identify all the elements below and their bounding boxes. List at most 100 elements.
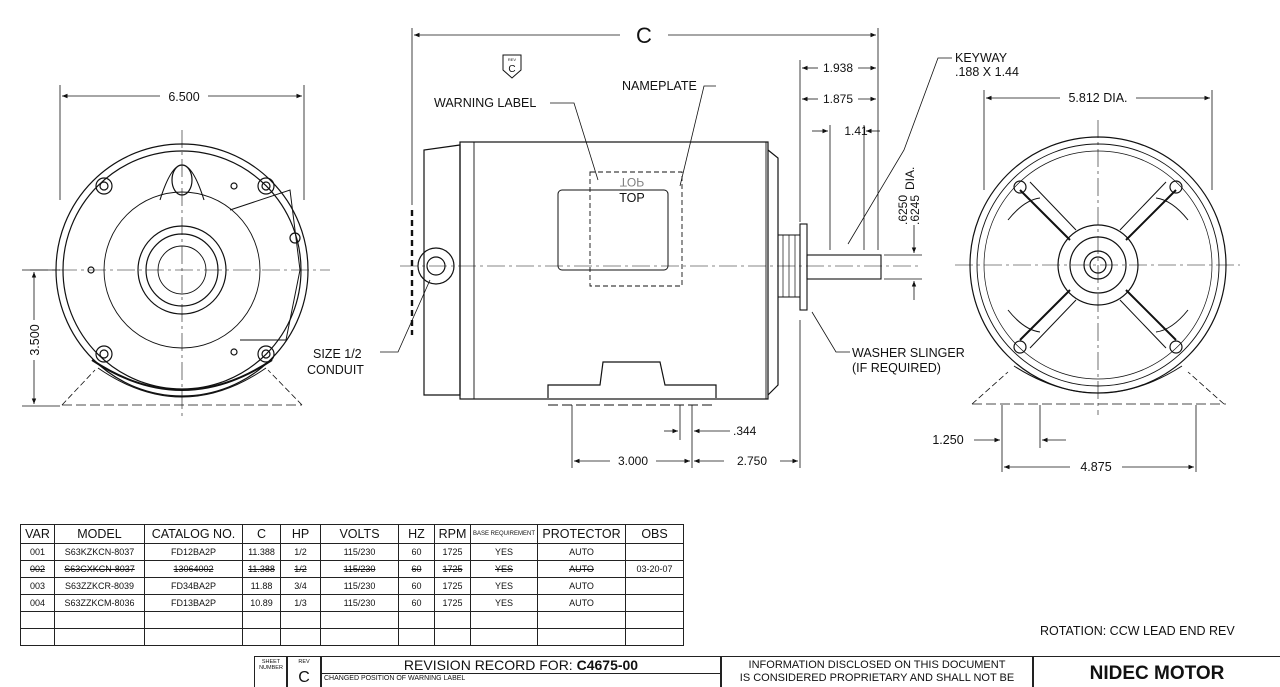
- table-row-empty: [20, 611, 685, 629]
- motor-drawing: 6.500 3.500: [22, 23, 1240, 474]
- rev-cell: REV C: [286, 656, 322, 687]
- revision-record-title: REVISION RECORD FOR: C4675-00: [321, 657, 721, 673]
- cell-empty: [434, 628, 471, 646]
- cell-empty: [537, 611, 627, 629]
- cell-empty: [469, 628, 539, 646]
- conduit-text-1: SIZE 1/2: [313, 347, 362, 361]
- dim-6245: .6245: [908, 195, 922, 225]
- dim-6250: .6250: [896, 195, 910, 225]
- table-row: 001 S63KZKCN-8037 FD12BA2P 11.388 1/2 11…: [20, 543, 685, 561]
- cell-catalog: FD13BA2P: [144, 594, 243, 612]
- side-view: [410, 141, 882, 406]
- cell-base: YES: [469, 543, 539, 561]
- dim-3000: 3.000: [618, 454, 648, 468]
- cell-hz: 60: [398, 577, 435, 595]
- cell-empty: [469, 611, 539, 629]
- cell-var: 002: [20, 560, 55, 578]
- dim-6500: 6.500: [168, 90, 199, 104]
- cell-protector: AUTO: [537, 543, 627, 561]
- revision-record: REVISION RECORD FOR: C4675-00 CHANGED PO…: [320, 656, 722, 687]
- cell-empty: [398, 628, 435, 646]
- revision-record-id: C4675-00: [576, 657, 639, 673]
- cell-model: S63ZZKCR-8039: [54, 577, 145, 595]
- dim-344: .344: [733, 424, 757, 438]
- header-hp: HP: [280, 524, 321, 544]
- cell-hp: 1/2: [280, 560, 321, 578]
- cell-model: S63ZZKCM-8036: [54, 594, 145, 612]
- cell-empty: [537, 628, 627, 646]
- table-row: 003 S63ZZKCR-8039 FD34BA2P 11.88 3/4 115…: [20, 577, 685, 595]
- header-c: C: [242, 524, 281, 544]
- cell-empty: [280, 611, 321, 629]
- cell-empty: [144, 628, 243, 646]
- rev-badge-letter: C: [508, 64, 515, 75]
- cell-base: YES: [469, 577, 539, 595]
- cell-empty: [320, 611, 399, 629]
- cell-hp: 1/3: [280, 594, 321, 612]
- keyway-text-1: KEYWAY: [955, 51, 1008, 65]
- proprietary-line-2: IS CONSIDERED PROPRIETARY AND SHALL NOT …: [739, 672, 1015, 684]
- cell-hp: 1/2: [280, 543, 321, 561]
- top-mirrored-text: TOP: [620, 175, 644, 189]
- cell-rpm: 1725: [434, 594, 471, 612]
- cell-model: S63KZKCN-8037: [54, 543, 145, 561]
- cell-empty: [434, 611, 471, 629]
- header-var: VAR: [20, 524, 55, 544]
- cell-empty: [625, 611, 685, 629]
- header-protector: PROTECTOR: [537, 524, 627, 544]
- rev-value: C: [298, 669, 310, 686]
- dim-1875: 1.875: [823, 92, 853, 106]
- cell-empty: [144, 611, 243, 629]
- header-base-requirement: BASE REQUIREMENT: [469, 524, 539, 544]
- spec-table: VAR MODEL CATALOG NO. C HP VOLTS HZ RPM …: [20, 524, 685, 646]
- rev-label: REV: [298, 659, 310, 665]
- cell-obs: [625, 594, 685, 612]
- revision-record-entry: CHANGED POSITION OF WARNING LABEL: [321, 673, 721, 684]
- company-cell: NIDEC MOTOR: [1032, 656, 1280, 687]
- table-row: 004 S63ZZKCM-8036 FD13BA2P 10.89 1/3 115…: [20, 594, 685, 612]
- cell-empty: [242, 611, 281, 629]
- cell-empty: [20, 628, 55, 646]
- rev-badge: REV C: [502, 54, 522, 79]
- nameplate-text: NAMEPLATE: [622, 79, 697, 93]
- proprietary-notice: INFORMATION DISCLOSED ON THIS DOCUMENT I…: [720, 656, 1034, 687]
- proprietary-line-1: INFORMATION DISCLOSED ON THIS DOCUMENT: [748, 659, 1006, 671]
- header-rpm: RPM: [434, 524, 471, 544]
- cell-rpm: 1725: [434, 577, 471, 595]
- header-hz: HZ: [398, 524, 435, 544]
- cell-empty: [20, 611, 55, 629]
- header-obs: OBS: [625, 524, 685, 544]
- cell-obs: [625, 577, 685, 595]
- header-model: MODEL: [54, 524, 145, 544]
- cell-rpm: 1725: [434, 560, 471, 578]
- cell-c: 10.89: [242, 594, 281, 612]
- slinger-text-2: (IF REQUIRED): [852, 361, 941, 375]
- cell-protector: AUTO: [537, 594, 627, 612]
- dim-3500: 3.500: [28, 324, 42, 355]
- slinger-text-1: WASHER SLINGER: [852, 346, 965, 360]
- rev-badge-small: REV: [508, 57, 517, 62]
- header-catalog: CATALOG NO.: [144, 524, 243, 544]
- top-text: TOP: [619, 191, 644, 205]
- sheet-number-cell: SHEET NUMBER: [254, 656, 288, 687]
- cell-hz: 60: [398, 543, 435, 561]
- dim-141: 1.41: [844, 124, 868, 138]
- cell-model: S63CXKCN-8037: [54, 560, 145, 578]
- cell-protector: AUTO: [537, 577, 627, 595]
- dim-2750: 2.750: [737, 454, 767, 468]
- cell-var: 003: [20, 577, 55, 595]
- cell-empty: [320, 628, 399, 646]
- cell-base: YES: [469, 560, 539, 578]
- cell-catalog: FD34BA2P: [144, 577, 243, 595]
- cell-volts: 115/230: [320, 594, 399, 612]
- cell-protector: AUTO: [537, 560, 627, 578]
- cell-c: 11.88: [242, 577, 281, 595]
- cell-var: 001: [20, 543, 55, 561]
- dim-C: C: [636, 23, 652, 48]
- warning-label-text: WARNING LABEL: [434, 96, 536, 110]
- cell-empty: [625, 628, 685, 646]
- company-name: NIDEC MOTOR: [1089, 663, 1225, 684]
- cell-empty: [280, 628, 321, 646]
- table-row-empty: [20, 628, 685, 646]
- revision-record-prefix: REVISION RECORD FOR:: [403, 657, 577, 673]
